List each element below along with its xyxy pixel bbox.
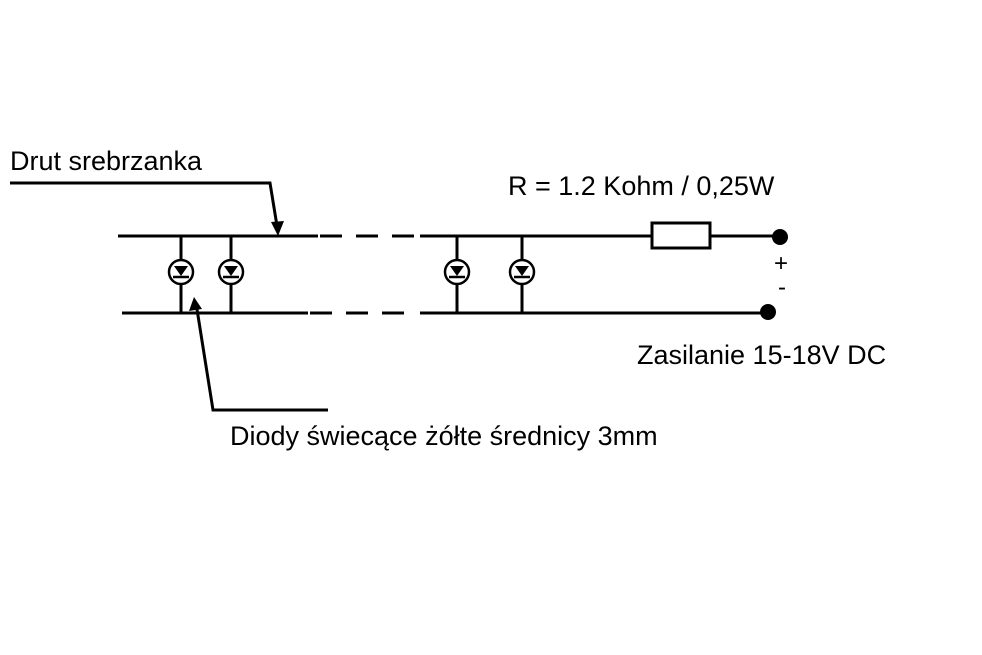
wire-label: Drut srebrzanka: [10, 146, 203, 176]
resistor-symbol: [650, 221, 712, 250]
led-diode: [508, 236, 536, 313]
positive-terminal: [772, 229, 788, 245]
diodes-label: Diody świecące żółte średnicy 3mm: [230, 421, 658, 451]
diode-label-leader: [189, 297, 328, 412]
resistor-label: R = 1.2 Kohm / 0,25W: [508, 171, 775, 201]
plus-sign: +: [774, 250, 789, 277]
minus-sign: -: [778, 274, 786, 301]
wire-label-leader: [10, 181, 284, 236]
led-diode: [443, 236, 471, 313]
led-diode: [217, 236, 245, 313]
led-diode: [167, 236, 195, 313]
power-label: Zasilanie 15-18V DC: [637, 340, 887, 370]
negative-terminal: [760, 304, 776, 320]
